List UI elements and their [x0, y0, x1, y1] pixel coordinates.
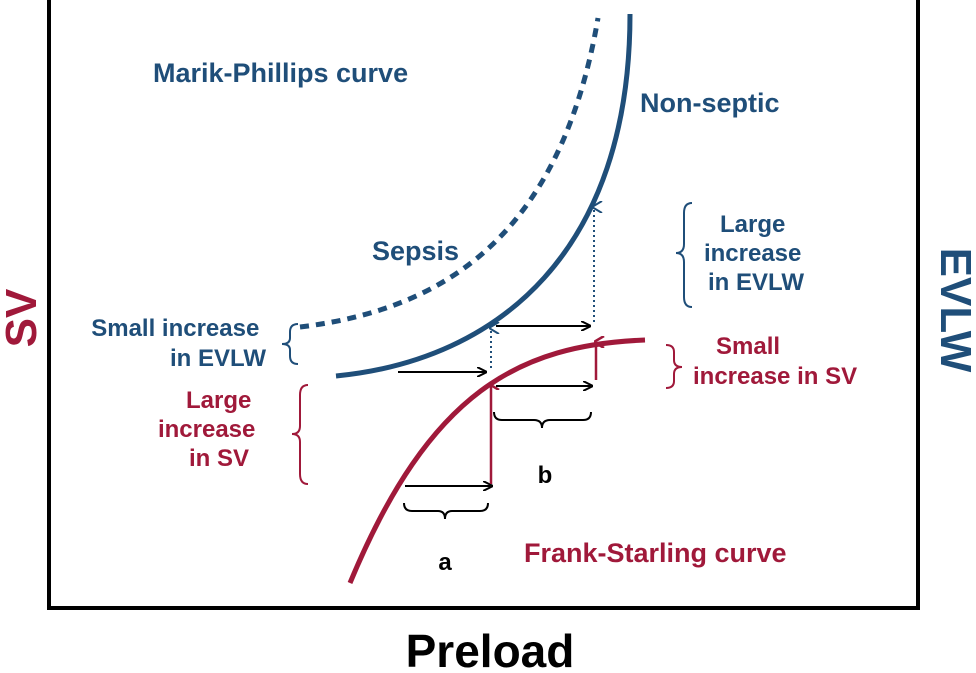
brace-small-evlw	[281, 323, 299, 365]
non-septic-curve	[335, 13, 633, 379]
label-b: b	[538, 462, 553, 489]
plot-frame	[47, 0, 920, 610]
brace-small-sv	[665, 344, 683, 389]
large-sv-label: Large increase in SV	[158, 387, 262, 472]
y-axis-right-label: EVLW	[931, 248, 976, 373]
brace-large-evlw	[675, 202, 693, 308]
marik-phillips-title: Marik-Phillips curve	[153, 58, 408, 88]
large-evlw-label: Large increase in EVLW	[704, 211, 808, 296]
sepsis-label: Sepsis	[372, 236, 459, 266]
label-a: a	[438, 549, 452, 576]
small-evlw-label: Small increase in EVLW	[91, 315, 266, 372]
brace-large-sv	[291, 384, 309, 485]
non-septic-label: Non-septic	[640, 88, 780, 118]
small-sv-label: Small increase in SV	[693, 333, 857, 390]
brace-b	[493, 411, 592, 429]
x-axis-label: Preload	[406, 625, 575, 673]
brace-a	[403, 502, 489, 520]
frank-starling-title: Frank-Starling curve	[524, 538, 787, 568]
y-axis-left-label: SV	[0, 288, 46, 347]
